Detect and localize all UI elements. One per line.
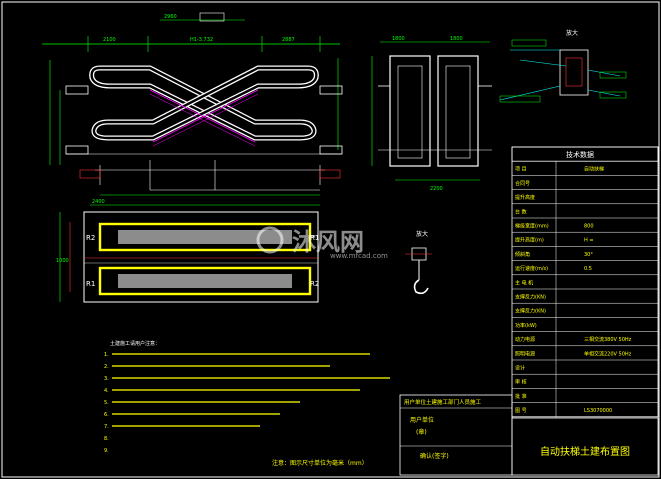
spec-label: 功率(kW): [515, 322, 537, 329]
spec-label: 支撑反力(KN): [515, 294, 546, 301]
label-r2-left: R2: [86, 234, 95, 242]
note-line-3: 3.: [104, 376, 109, 382]
note-line-9: 9.: [104, 448, 109, 454]
detail-view: 放大: [499, 29, 627, 103]
spec-label: 合同号: [515, 180, 530, 187]
spec-value: 30°: [584, 252, 593, 258]
title-cell: [511, 417, 659, 476]
spec-header: 技术数据: [566, 150, 594, 159]
dim-sec-3: 2200: [430, 186, 443, 192]
spec-label: 主 电 机: [515, 279, 533, 286]
notes-heading: 土建施工请用户注意：: [110, 340, 160, 347]
label-r1-left: R1: [86, 280, 95, 288]
spec-label: 运行速度(m/s): [515, 265, 548, 272]
dim-top-1: 2100: [103, 37, 116, 43]
confirm-block: 用户单位土建施工部门人员施工 用户单位 (章) 确认(签字): [399, 394, 513, 476]
spec-label: 提升高度: [515, 194, 535, 201]
spec-label: 图 号: [515, 408, 527, 414]
dim-top-2: H1-3.732: [190, 37, 213, 43]
note-line-7: 7.: [104, 424, 109, 430]
dim-plan-1: 2400: [92, 199, 105, 205]
dim-sec-1: 1800: [392, 36, 405, 42]
spec-value: H =: [584, 238, 594, 244]
builder-label: 用户单位土建施工部门人员施工: [404, 398, 482, 406]
dim-top-3: 2887: [282, 37, 295, 43]
spec-value: 自动扶梯: [584, 166, 604, 173]
spec-value: LS3070000: [584, 408, 612, 414]
spec-label: 梯级宽度(mm): [515, 223, 549, 230]
label-r1-right: R1: [310, 234, 319, 242]
spec-value: 三相交流380V 50Hz: [584, 336, 632, 343]
plan-view: 2400 1000 R2 R1 R1 R2: [56, 199, 320, 303]
spec-value: 单相交流220V 50Hz: [584, 350, 632, 357]
dim-plan-2: 1000: [56, 258, 69, 264]
note-line-2: 2.: [104, 364, 109, 370]
spec-label: 台 数: [515, 208, 527, 215]
note-line-6: 6.: [104, 412, 109, 418]
owner-label: 用户单位: [410, 416, 434, 424]
spec-label: 提升高度(m): [515, 237, 544, 244]
elevation-view: 2100 H1-3.732 2887 2960: [42, 12, 343, 196]
spec-label: 批 准: [515, 393, 527, 400]
hook-label: 放大: [416, 230, 428, 238]
detail-label: 放大: [566, 29, 578, 37]
note-line-4: 4.: [104, 388, 109, 394]
notes-block: 土建施工请用户注意： 1. 2. 3. 4. 5. 6. 7. 8. 9. 注意…: [104, 340, 390, 467]
spec-label: 项 目: [515, 167, 527, 173]
note-line-8: 8.: [104, 436, 109, 442]
spec-label: 动力电源: [515, 336, 535, 343]
drawing-title: 自动扶梯土建布置图: [540, 445, 630, 458]
spec-label: 支撑反力(KN): [515, 308, 546, 315]
spec-value: 800: [584, 224, 594, 230]
watermark-url: www.mfcad.com: [330, 252, 388, 260]
confirm-label: 确认(签字): [420, 452, 449, 460]
watermark: 沐风网 www.mfcad.com: [256, 226, 388, 260]
note-line-5: 5.: [104, 400, 109, 406]
label-r2-right: R2: [310, 280, 319, 288]
dim-sec-2: 1800: [450, 36, 463, 42]
spec-outline: [511, 146, 659, 418]
spec-label: 倾斜角: [515, 251, 530, 258]
note-line-1: 1.: [104, 352, 109, 358]
watermark-text: 沐风网: [292, 228, 364, 256]
section-view: 1800 1800 2200: [371, 36, 492, 192]
spec-value: 0.5: [584, 266, 592, 272]
unit-note: 注意：图示尺寸单位为毫米（mm）: [272, 459, 368, 467]
owner-stamp: (章): [416, 428, 427, 436]
hook-detail: 放大: [405, 230, 432, 295]
spec-label: 照明电源: [515, 350, 535, 357]
dim-top-4: 2960: [164, 14, 177, 20]
spec-label: 设计: [515, 365, 525, 372]
spec-label: 审 核: [515, 379, 527, 386]
